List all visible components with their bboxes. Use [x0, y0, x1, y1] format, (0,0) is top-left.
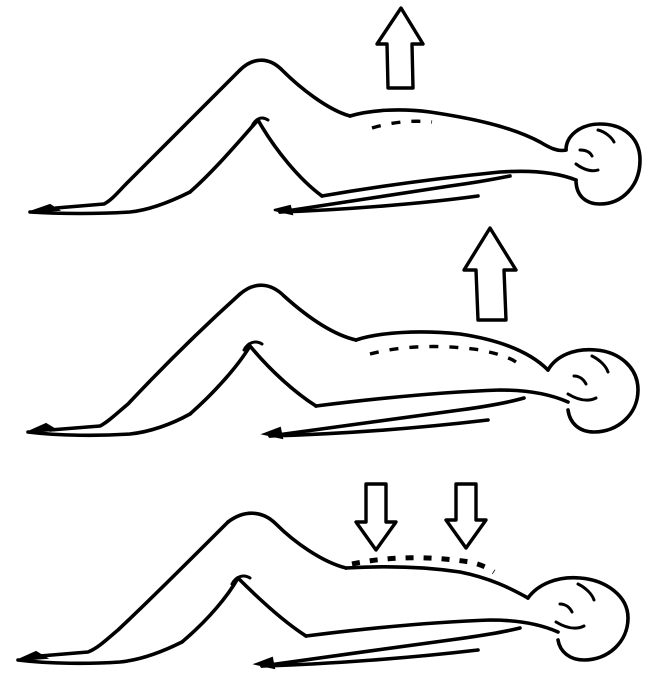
- arrow-down-icon: [356, 484, 396, 550]
- arrow-up-icon: [377, 8, 423, 88]
- figure-lying-1: [30, 60, 640, 214]
- arrow-down-icon: [446, 484, 486, 548]
- panel-1: [30, 8, 640, 214]
- figure-lying-3: [18, 513, 628, 668]
- panel-2: [28, 228, 638, 438]
- panel-3: [18, 484, 628, 668]
- arrow-up-icon: [464, 228, 516, 320]
- figure-lying-2: [28, 285, 638, 438]
